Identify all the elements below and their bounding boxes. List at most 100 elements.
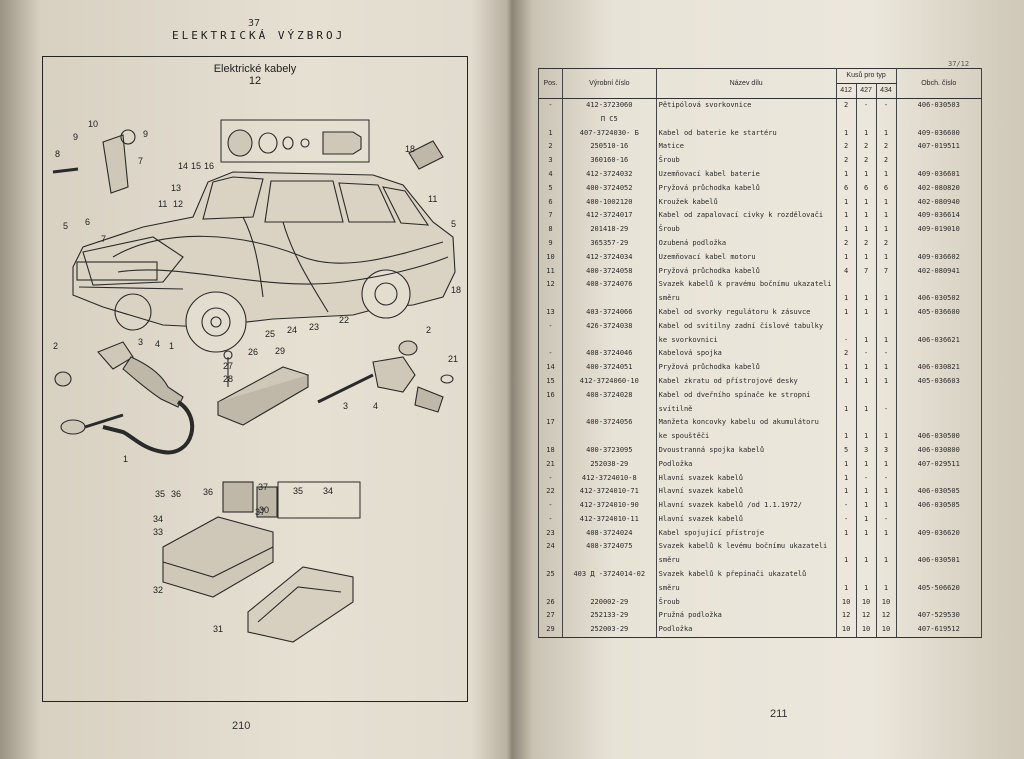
table-cell-q1 [835, 567, 857, 582]
svg-text:3: 3 [343, 401, 348, 411]
table-cell-q3: 1 [875, 457, 897, 472]
table-cell-part: 252038-29 [561, 457, 657, 472]
table-cell-part: 412-3724060-10 [561, 374, 657, 389]
table-cell-pos: - [538, 512, 563, 527]
svg-text:14: 14 [178, 161, 188, 171]
table-cell-pos: - [538, 319, 563, 334]
header-pos: Pos. [538, 68, 563, 99]
svg-text:25: 25 [265, 329, 275, 339]
table-cell-trade [895, 402, 982, 416]
table-cell-q2: 2 [855, 236, 877, 251]
table-cell-q3: 1 [875, 429, 897, 444]
table-cell-q1: 1 [835, 429, 857, 444]
table-cell-q2: 1 [855, 457, 877, 472]
table-cell-trade: 406-030505 [895, 484, 982, 499]
table-cell-q2: 12 [855, 609, 877, 623]
table-cell-pos [538, 333, 563, 347]
table-cell-q2 [855, 277, 877, 292]
table-cell-trade [895, 595, 982, 610]
table-cell-q1: 1 [835, 526, 857, 541]
table-cell-pos: - [538, 498, 563, 513]
table-cell-part: 412-3724017 [561, 208, 657, 223]
svg-text:4: 4 [155, 339, 160, 349]
table-cell-part: 400-3724058 [561, 264, 657, 278]
table-cell-q1: 1 [835, 250, 857, 265]
table-cell-trade: 407-529530 [895, 609, 982, 623]
svg-text:28: 28 [223, 374, 233, 384]
table-cell-q3 [875, 567, 897, 582]
table-cell-q2: 1 [855, 402, 877, 416]
table-cell-trade: 406-030501 [895, 553, 982, 568]
table-cell-pos: - [538, 471, 563, 485]
terminal-block-illustration [216, 350, 310, 426]
table-cell-q3: 7 [875, 264, 897, 278]
table-cell-trade: 405-036600 [895, 305, 982, 320]
table-cell-q3: - [875, 346, 897, 361]
table-cell-part [561, 402, 657, 416]
table-cell-q1: 6 [835, 181, 857, 196]
svg-text:2: 2 [426, 325, 431, 335]
svg-text:32: 32 [153, 585, 163, 595]
table-cell-name: Kroužek kabelů [655, 195, 837, 209]
table-cell-trade: 409-019010 [895, 222, 982, 237]
table-cell-q2: 1 [855, 167, 877, 182]
svg-text:22: 22 [339, 315, 349, 325]
table-cell-q2: 10 [855, 622, 877, 638]
table-cell-trade: 409-036620 [895, 526, 982, 541]
table-cell-q1 [835, 277, 857, 292]
table-cell-part: 360160-16 [561, 153, 657, 168]
table-cell-q1: 1 [835, 305, 857, 320]
table-cell-part: 403-3724066 [561, 305, 657, 320]
table-cell-q2: 1 [855, 484, 877, 499]
page-number-left: 210 [232, 720, 251, 732]
table-cell-pos: 21 [538, 457, 563, 472]
table-cell-q3: - [875, 98, 897, 113]
table-cell-q3: 1 [875, 374, 897, 389]
table-cell-q3: 1 [875, 195, 897, 209]
figure-number: 12 [248, 75, 262, 87]
header-type-427: 427 [855, 82, 877, 99]
svg-text:30: 30 [259, 505, 269, 515]
table-cell-trade [895, 153, 982, 168]
table-cell-q1: 2 [835, 346, 857, 361]
table-cell-q3: 1 [875, 581, 897, 596]
table-cell-q1: 1 [835, 484, 857, 499]
header-qty-group: Kusů pro typ [835, 68, 897, 84]
chapter-title: ELEKTRICKÁ VÝZBROJ [172, 29, 346, 42]
page-number-right: 211 [770, 708, 788, 720]
table-cell-q3: 1 [875, 305, 897, 320]
table-cell-part: 400-1002120 [561, 195, 657, 209]
table-cell-pos: 15 [538, 374, 563, 389]
table-cell-q1: 4 [835, 264, 857, 278]
table-cell-name: Svazek kabelů k levému bočnímu ukazateli [655, 540, 837, 554]
table-cell-q3: 2 [875, 153, 897, 168]
table-cell-name: Kabelová spojka [655, 346, 837, 361]
table-cell-trade: 402-080941 [895, 264, 982, 278]
table-cell-trade: 409-036600 [895, 126, 982, 140]
table-cell-part: П С5 [561, 112, 657, 127]
table-cell-name: Kabel od baterie ke startéru [655, 126, 837, 140]
svg-text:34: 34 [323, 486, 333, 496]
table-cell-q1 [835, 112, 857, 127]
parts-table: Pos. Výrobní číslo Název dílu Kusů pro t… [538, 68, 982, 638]
table-cell-q2: - [855, 471, 877, 485]
table-cell-q3 [875, 388, 897, 403]
svg-text:1: 1 [123, 454, 128, 464]
table-cell-pos: 27 [538, 609, 563, 623]
table-cell-pos: 2 [538, 139, 563, 154]
table-cell-part: 400-3724056 [561, 415, 657, 430]
car-illustration [72, 171, 456, 353]
table-cell-q3: - [875, 471, 897, 485]
table-cell-q2: 3 [855, 443, 877, 458]
